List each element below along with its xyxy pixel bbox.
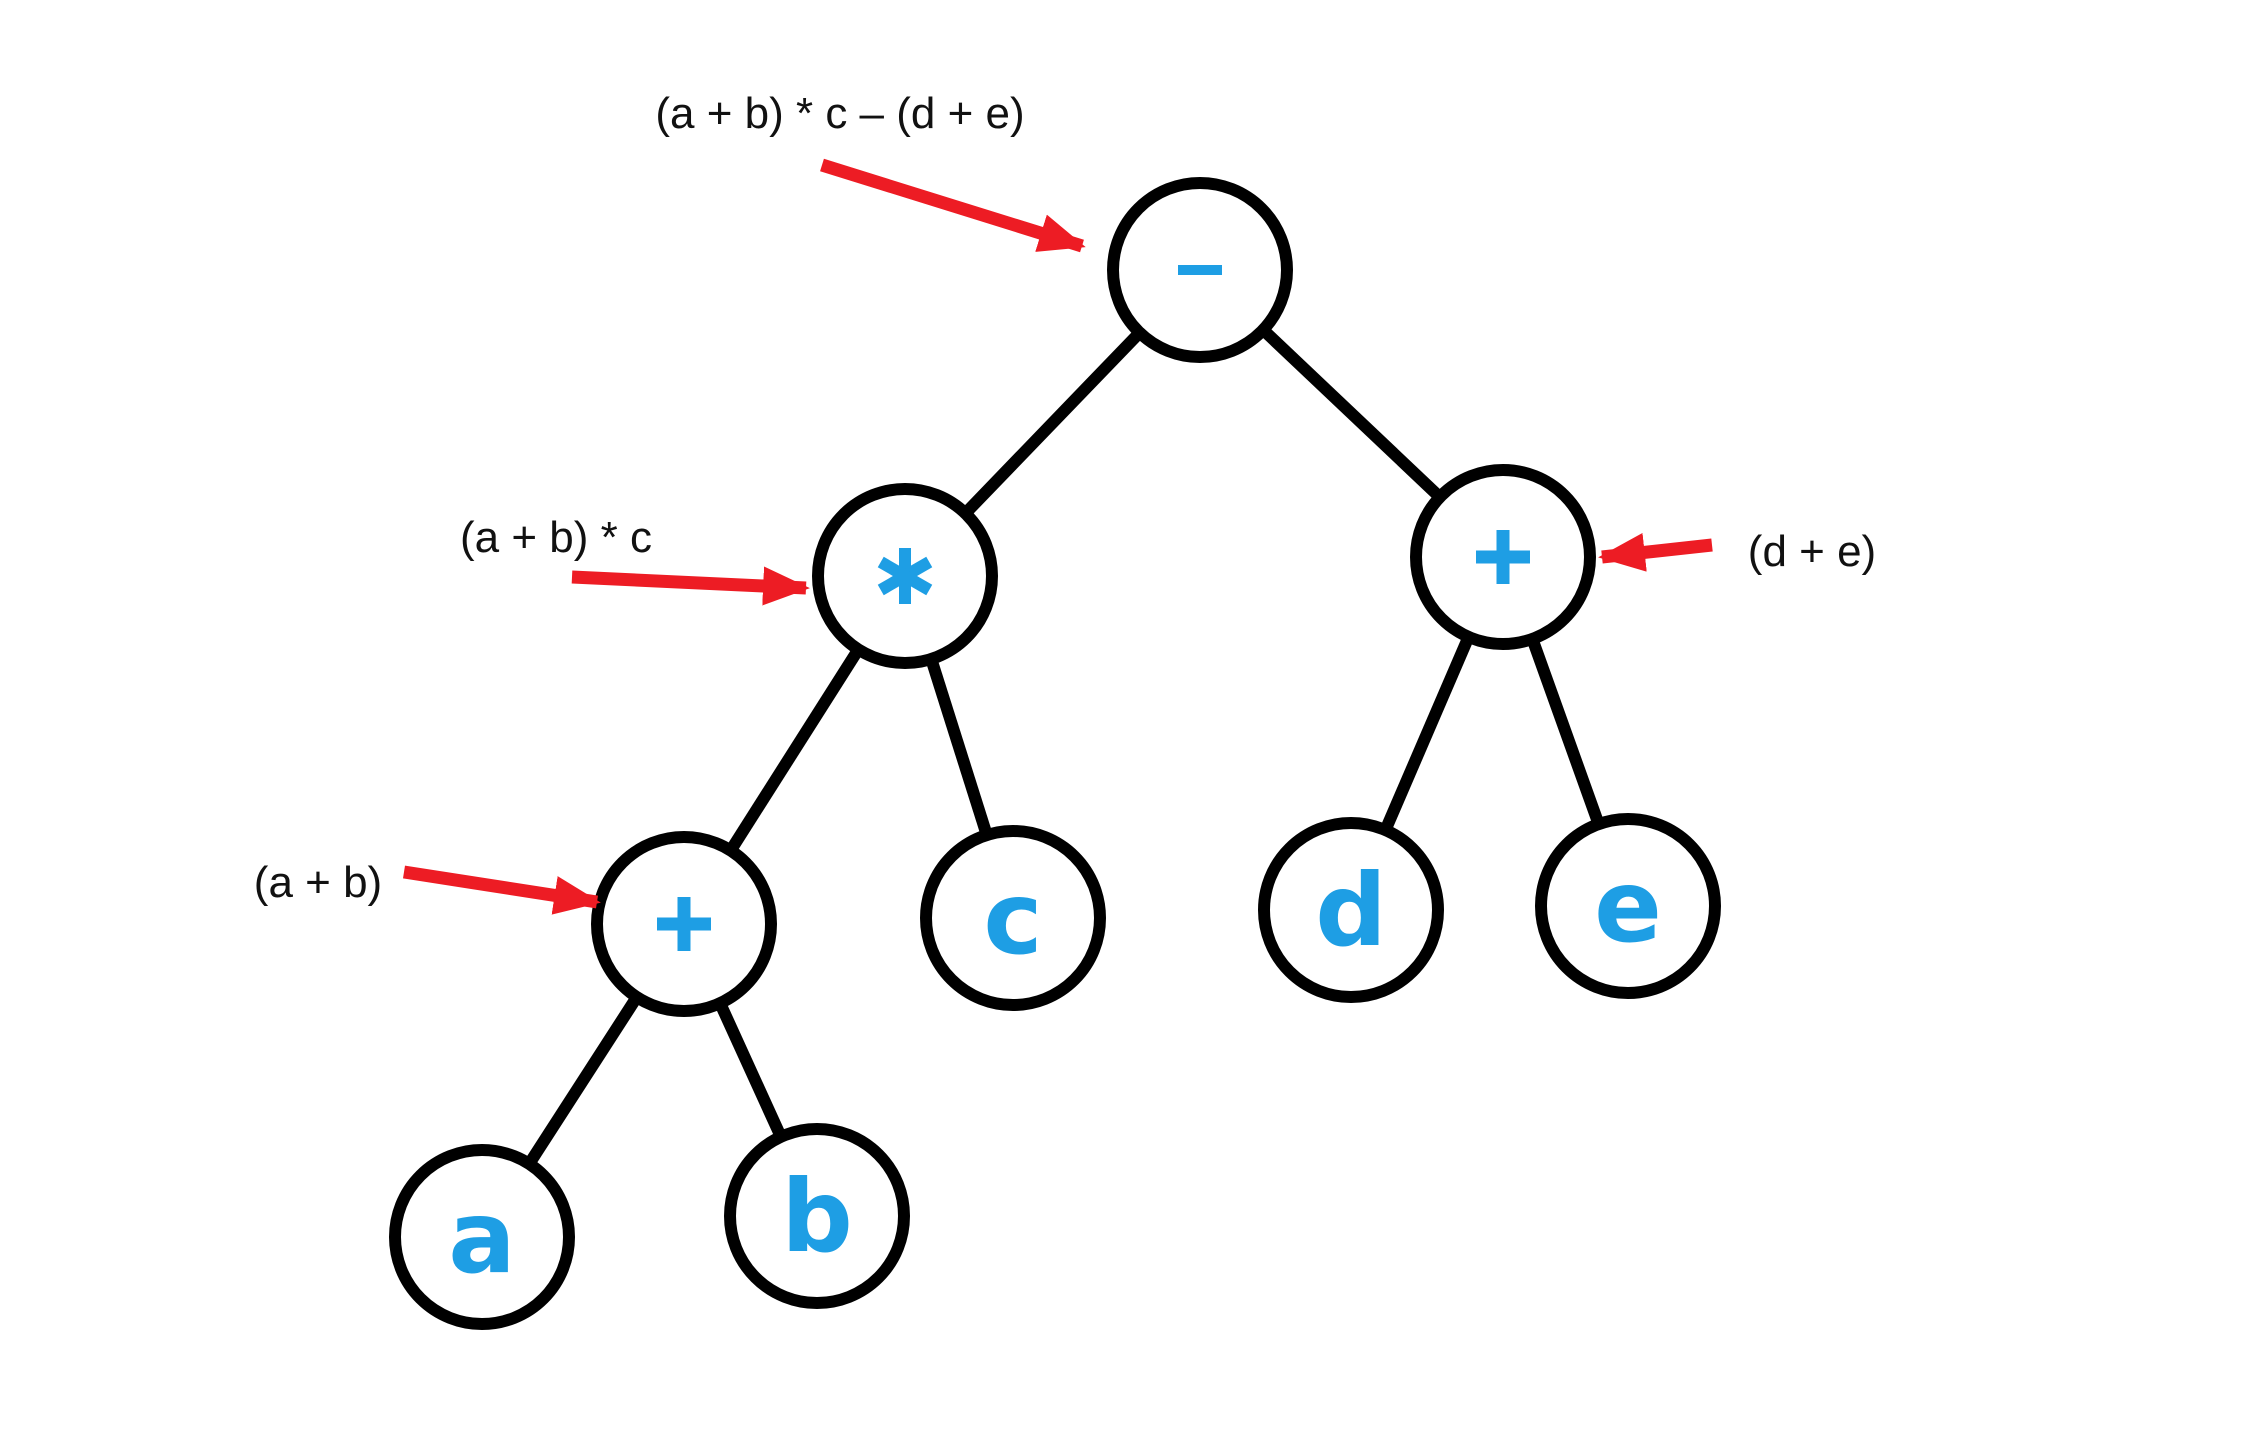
node-label-d: d bbox=[1315, 852, 1387, 969]
node-label-a: a bbox=[448, 1179, 515, 1296]
node-circle-c bbox=[920, 825, 1106, 1011]
node-plus-left bbox=[591, 831, 777, 1017]
node-e: e bbox=[1535, 813, 1721, 999]
annotation-arrow-0 bbox=[820, 158, 1086, 253]
node-label-b: b bbox=[781, 1158, 853, 1275]
annotation-label-0: (a + b) * c – (d + e) bbox=[655, 89, 1024, 138]
node-d: d bbox=[1258, 817, 1444, 1003]
node-circle-b bbox=[724, 1123, 910, 1309]
node-c: c bbox=[920, 825, 1106, 1011]
node-circle-d bbox=[1258, 817, 1444, 1003]
node-circle-e bbox=[1535, 813, 1721, 999]
node-plus-right bbox=[1410, 464, 1596, 650]
annotation-arrow-3 bbox=[403, 865, 601, 915]
annotation-arrow-1 bbox=[571, 566, 810, 606]
node-b: b bbox=[724, 1123, 910, 1309]
annotation-label-1: (a + b) * c bbox=[460, 513, 652, 562]
node-label-e: e bbox=[1594, 848, 1662, 965]
minus-icon bbox=[1178, 265, 1222, 275]
node-a: a bbox=[389, 1144, 575, 1330]
annotation-label-2: (d + e) bbox=[1748, 527, 1876, 576]
annotation-arrow-2 bbox=[1598, 532, 1713, 572]
asterisk-icon bbox=[877, 556, 933, 596]
plus-icon bbox=[1496, 530, 1510, 584]
node-label-c: c bbox=[983, 860, 1042, 977]
node-star bbox=[812, 483, 998, 669]
node-circle-a bbox=[389, 1144, 575, 1330]
plus-icon bbox=[677, 897, 691, 951]
node-minus-root bbox=[1107, 177, 1293, 363]
annotation-label-3: (a + b) bbox=[254, 858, 382, 907]
